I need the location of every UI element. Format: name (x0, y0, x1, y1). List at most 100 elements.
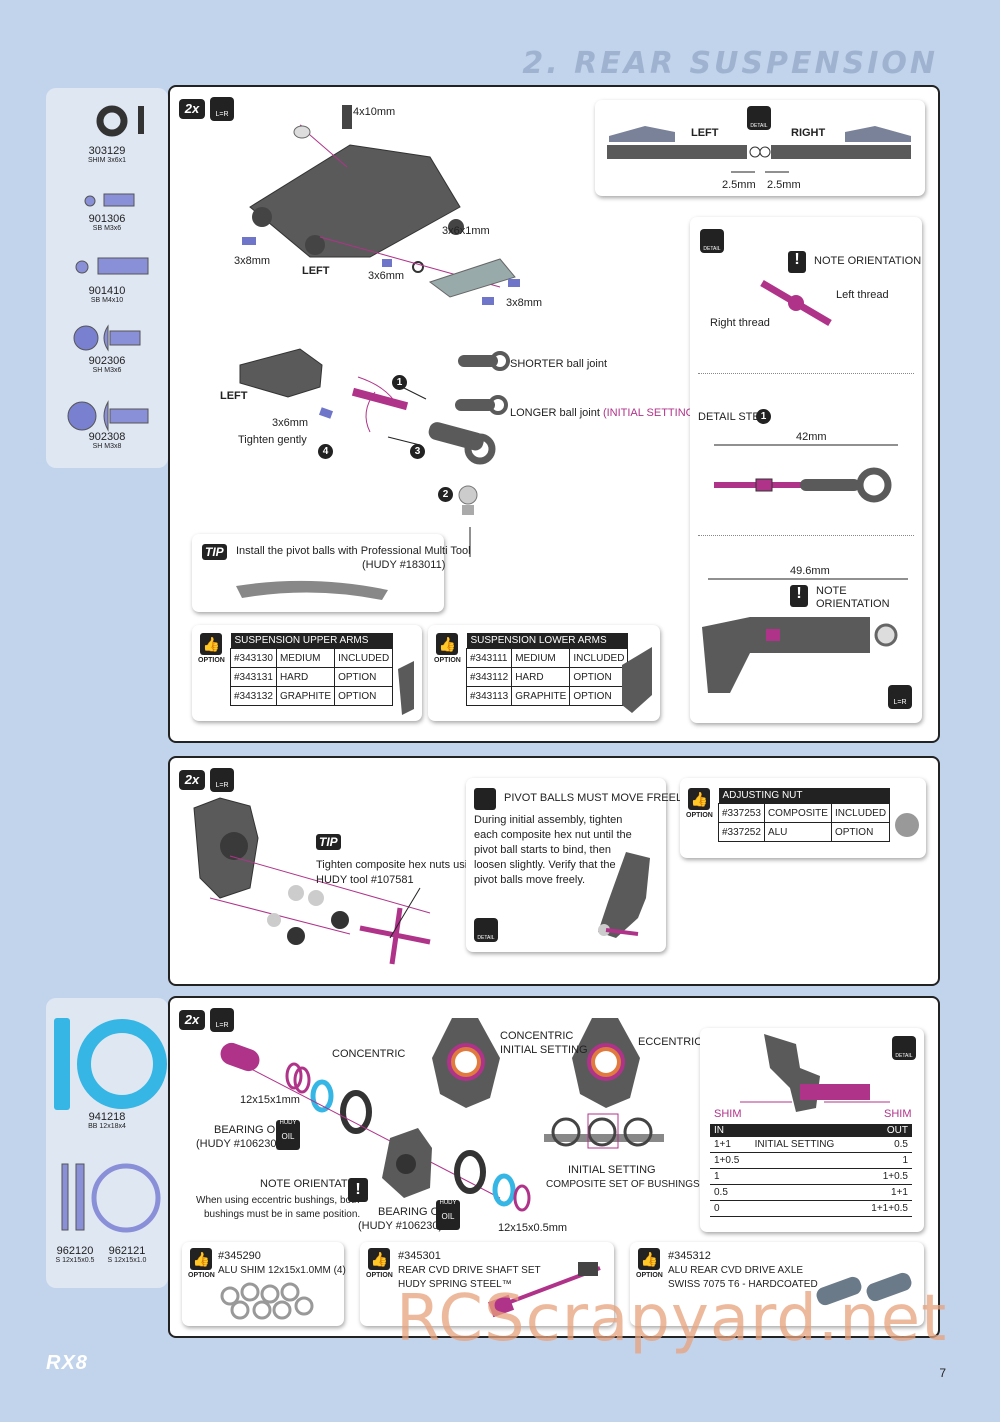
tip-badge: TIP (202, 544, 227, 560)
label-note-orientation: NOTE ORIENTATION (814, 255, 922, 267)
rx8-logo: RX8 (46, 1352, 88, 1374)
label-initial-setting: INITIAL SETTING (568, 1164, 656, 1176)
pivot-text-5: pivot balls move freely. (474, 874, 586, 886)
option-icon: 👍OPTION (434, 633, 461, 664)
step-number-1-detail: 1 (756, 409, 771, 424)
label-longer: LONGER ball joint (INITIAL SETTING) (510, 407, 698, 419)
pivot-title: PIVOT BALLS MUST MOVE FREELY (504, 792, 689, 804)
label-shim2: 12x15x0.5mm (498, 1222, 568, 1234)
label-concentric-initial-2: INITIAL SETTING (500, 1044, 588, 1056)
option-alu-shim: 👍OPTION #345290 ALU SHIM 12x15x1.0MM (4) (182, 1242, 346, 1326)
label-3x6-b: 3x6mm (272, 417, 309, 429)
tool-icon (474, 788, 496, 810)
label-3x8-a: 3x8mm (234, 255, 271, 267)
label-orientation: ORIENTATION (816, 598, 890, 610)
pivot-ball-image (598, 852, 650, 938)
step-panel-2: 2x L=R TIP Tighten composite hex nuts us… (168, 756, 940, 986)
shim-detail-drawing (740, 1034, 890, 1112)
label-left-thread: Left thread (836, 289, 889, 301)
label-3x6x1: 3x6x1mm (442, 225, 490, 237)
alu-shim-image (220, 1282, 314, 1320)
drive-axle-image (816, 1272, 912, 1306)
tip-text-1: Tighten composite hex nuts using (316, 859, 480, 871)
label-left-2: LEFT (220, 390, 248, 402)
label-composite-set: COMPOSITE SET OF BUSHINGS (546, 1179, 700, 1190)
opt3-desc-2: SWISS 7075 T6 - HARDCOATED (668, 1279, 818, 1290)
pivot-text-2: each composite hex nut until the (474, 829, 632, 841)
qty-badge: 2x (179, 1010, 205, 1030)
pivot-text-1: During initial assembly, tighten (474, 814, 623, 826)
label-shorter: SHORTER ball joint (510, 358, 607, 370)
label-bearing-oil-2: BEARING OIL (378, 1206, 449, 1218)
upper-arm-drawing (239, 105, 520, 557)
tip-text-2: HUDY tool #107581 (316, 874, 414, 886)
label-hudy-oil-ref-2: (HUDY #106230) (358, 1220, 443, 1232)
tip-box: TIP Install the pivot balls with Profess… (192, 534, 471, 612)
opt3-pn: #345312 (668, 1250, 711, 1262)
label-bearing-oil: BEARING OIL (214, 1124, 285, 1136)
parts-sidebar-icons (67, 105, 149, 432)
label-right-thread: Right thread (710, 317, 770, 329)
bearing-assembly-drawing (220, 1018, 664, 1212)
step-number-2: 2 (438, 487, 453, 502)
label-4x10: 4x10mm (353, 106, 396, 118)
detail-icon: DETAIL (747, 106, 771, 130)
lr-icon: L=R (210, 768, 234, 792)
pivot-text-3: pivot ball starts to bind, then (474, 844, 611, 856)
option-icon: 👍OPTION (188, 1248, 215, 1279)
opt3-desc-1: ALU REAR CVD DRIVE AXLE (668, 1265, 804, 1276)
detail-icon: DETAIL (474, 918, 498, 942)
label-eccentric: ECCENTRIC (638, 1036, 703, 1048)
turnbuckle-drawing (702, 279, 908, 693)
opt2-desc-1: REAR CVD DRIVE SHAFT SET (398, 1265, 541, 1276)
lower-arm-image (622, 647, 652, 713)
label-3x8-b: 3x8mm (506, 297, 543, 309)
opt2-pn: #345301 (398, 1250, 441, 1262)
warning-icon: ! (348, 1178, 368, 1202)
label-shim-right: SHIM (884, 1108, 912, 1120)
tip-ref: (HUDY #183011) (362, 559, 446, 571)
upper-arm-image (398, 661, 414, 715)
note-text-1: When using eccentric bushings, both (196, 1195, 360, 1206)
nut-image (895, 813, 919, 837)
label-left-gap: LEFT (691, 127, 719, 139)
label-note-orientation: NOTE ORIENTATION (260, 1178, 368, 1190)
label-detail-step: DETAIL STEP (698, 411, 768, 423)
page-title: 2. REAR SUSPENSION (522, 46, 938, 81)
step-panel-3: 2x L=R CONCENTRIC CONCENTRIC INITIAL SET… (168, 996, 940, 1338)
option-icon: 👍OPTION (686, 788, 713, 819)
watermark: RCScrapyard.net (396, 1282, 948, 1356)
divider (698, 373, 914, 374)
hub-carrier-drawing (193, 797, 431, 965)
drive-shaft-image (487, 1262, 601, 1318)
qty-badge: 2x (179, 99, 205, 119)
label-42mm: 42mm (796, 431, 827, 443)
label-hudy-oil-ref: (HUDY #106230) (196, 1138, 281, 1150)
label-gap-left: 2.5mm (722, 179, 756, 191)
opt1-pn: #345290 (218, 1250, 261, 1262)
warning-icon: ! (788, 251, 806, 273)
step-number-4: 4 (318, 444, 333, 459)
option-drive-shaft: 👍OPTION #345301 REAR CVD DRIVE SHAFT SET… (360, 1242, 614, 1326)
lr-icon: L=R (210, 97, 234, 121)
label-right-gap: RIGHT (791, 127, 826, 139)
page-number: 7 (939, 1366, 946, 1380)
gap-detail-box: DETAIL LEFT RIGHT 2.5mm 2.5mm (595, 100, 925, 196)
label-concentric: CONCENTRIC (332, 1048, 406, 1060)
option-drive-axle: 👍OPTION #345312 ALU REAR CVD DRIVE AXLE … (630, 1242, 924, 1326)
